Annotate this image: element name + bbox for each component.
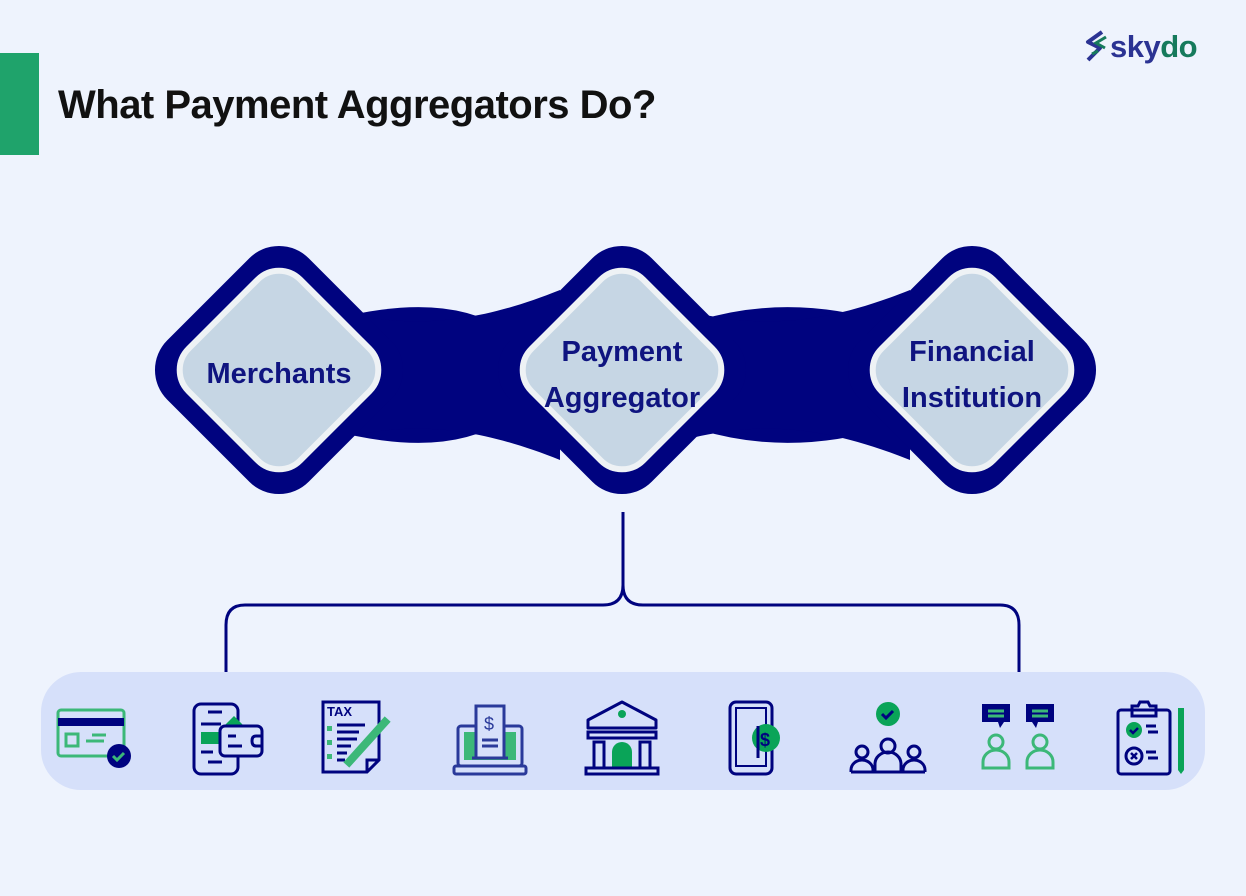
checklist-clipboard-icon xyxy=(1116,700,1184,776)
node-merchants-label: Merchants xyxy=(206,358,352,390)
node-financial-institution-label: Financial Institution xyxy=(901,336,1043,414)
skydo-logo: skydo xyxy=(1084,29,1198,65)
skydo-logo-icon xyxy=(1086,30,1107,62)
svg-text:$: $ xyxy=(760,730,770,750)
page-title: What Payment Aggregators Do? xyxy=(58,83,656,127)
flow-diagram xyxy=(154,245,1097,672)
credit-card-verified-icon xyxy=(56,708,131,768)
laptop-invoice-icon: $ xyxy=(452,704,528,776)
customer-chat-icon xyxy=(981,704,1055,770)
logo-wordmark: skydo xyxy=(1110,29,1198,64)
branch-line-left xyxy=(224,512,625,672)
branch-line-right xyxy=(621,584,1021,672)
tax-document-icon: TAX xyxy=(321,700,391,774)
svg-text:$: $ xyxy=(484,714,494,734)
bank-icon xyxy=(584,700,660,776)
title-accent-bar xyxy=(0,53,39,155)
node-payment-aggregator-label: Payment Aggregator xyxy=(543,336,701,414)
svg-text:TAX: TAX xyxy=(327,704,352,719)
mobile-payment-icon: $ xyxy=(728,700,780,776)
mobile-wallet-icon xyxy=(192,702,264,776)
verified-group-icon xyxy=(849,702,927,774)
